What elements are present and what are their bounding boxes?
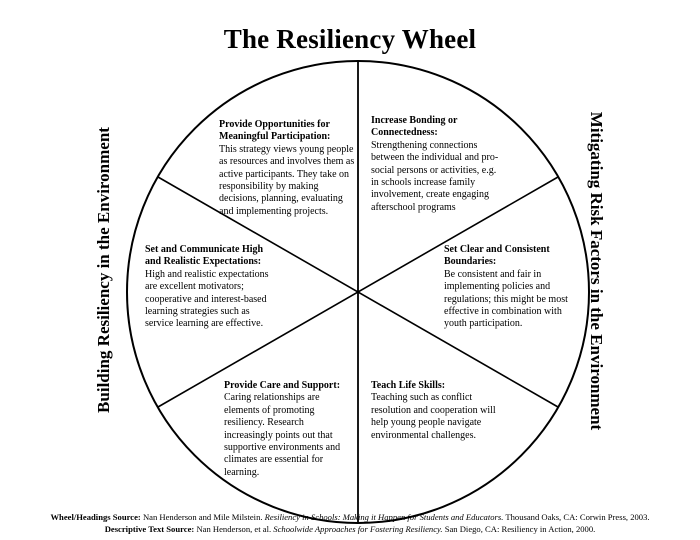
segment-heading: Set Clear and Consistent Boundaries: [444,244,550,268]
page-title: The Resiliency Wheel [223,24,477,54]
segment-heading: Increase Bonding or Connectedness: [371,115,458,139]
segment-expectations: Set and Communicate High and Realistic E… [145,244,275,331]
footer-source-line-2: Descriptive Text Source: Nan Henderson, … [0,524,700,534]
segment-bonding: Increase Bonding or Connectedness: Stren… [371,115,506,214]
footer-publisher: Thousand Oaks, CA: Corwin Press, 2003. [505,512,650,522]
segment-text: Be consistent and fair in implementing p… [444,268,568,330]
segment-heading: Teach Life Skills: [371,380,446,391]
footer-label: Wheel/Headings Source: [50,512,141,522]
footer-label: Descriptive Text Source: [104,524,195,534]
segment-text: This strategy views young people as reso… [219,143,355,217]
footer-book-title: Schoolwide Approaches for Fostering Resi… [273,524,443,534]
footer-source-line-1: Wheel/Headings Source: Nan Henderson and… [0,512,700,522]
segment-text: High and realistic expectations are exce… [145,268,269,330]
segment-heading: Provide Care and Support: [224,380,341,391]
segment-life-skills: Teach Life Skills: Teaching such as conf… [371,380,501,442]
segment-boundaries: Set Clear and Consistent Boundaries: Be … [444,244,572,331]
segment-text: Strengthening connections between the in… [371,139,499,213]
segment-care: Provide Care and Support: Caring relatio… [224,380,349,479]
diagonal-divider-b [157,176,559,408]
segment-text: Teaching such as conflict resolution and… [371,392,496,441]
segment-heading: Set and Communicate High and Realistic E… [145,244,264,268]
segment-participation: Provide Opportunities for Meaningful Par… [219,119,357,218]
footer-publisher: San Diego, CA: Resiliency in Action, 200… [444,524,596,534]
footer-authors: Nan Henderson, et al. [196,524,272,534]
segment-heading: Provide Opportunities for Meaningful Par… [219,119,331,143]
footer-book-title: Resiliency in Schools: Making it Happen … [264,512,504,522]
footer-authors: Nan Henderson and Mile Milstein. [142,512,263,522]
segment-text: Caring relationships are elements of pro… [224,392,341,478]
